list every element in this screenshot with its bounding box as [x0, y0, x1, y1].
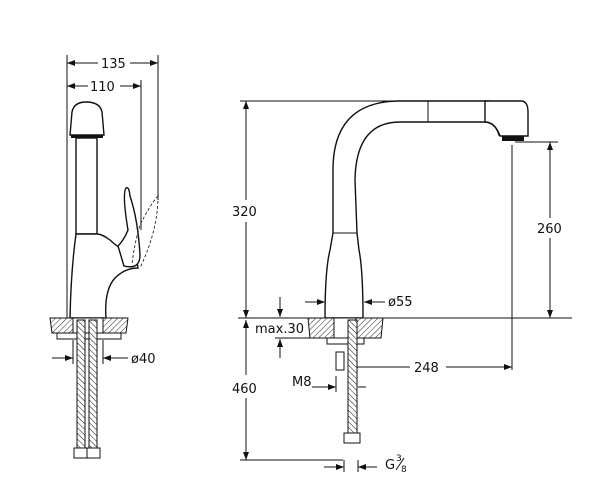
dim-base-diameter: ø55 [388, 295, 413, 310]
dim-thread: M8 [292, 375, 312, 390]
dim-outlet-height: 260 [537, 222, 562, 237]
supply-hose [88, 319, 98, 449]
aerator [502, 136, 524, 141]
supply-hose [347, 319, 358, 435]
dim-hole-diameter: ø40 [131, 352, 156, 367]
hose-nut [73, 447, 88, 459]
dim-connection-denominator: 8 [401, 465, 407, 475]
dim-total-height: 320 [232, 205, 257, 220]
handle-lever [117, 186, 141, 268]
mounting-plate [326, 337, 365, 345]
dim-hose-length: 460 [232, 382, 257, 397]
spray-head [484, 100, 529, 137]
dim-max-counter: max.30 [255, 322, 304, 337]
front-view: 320 260 ø55 max.30 248 [232, 100, 572, 475]
threaded-rod [335, 351, 345, 371]
dim-handle-depth: 110 [90, 80, 115, 95]
handle-open-position [131, 195, 159, 269]
spout-body [324, 100, 513, 319]
supply-hose [76, 319, 86, 449]
dim-connection-letter: G [385, 458, 395, 473]
hose-nut [86, 447, 101, 459]
spout-stem [75, 137, 98, 235]
hose-nut [343, 432, 361, 444]
spray-head [69, 101, 105, 136]
aerator [71, 135, 103, 138]
dim-connection: G 3 8 [385, 454, 407, 475]
side-view: 135 110 ø40 [49, 55, 159, 459]
dim-overall-depth: 135 [101, 57, 126, 72]
dim-connection-numerator: 3 [396, 454, 402, 464]
fraction-slash [395, 457, 405, 471]
dim-reach: 248 [414, 361, 439, 376]
